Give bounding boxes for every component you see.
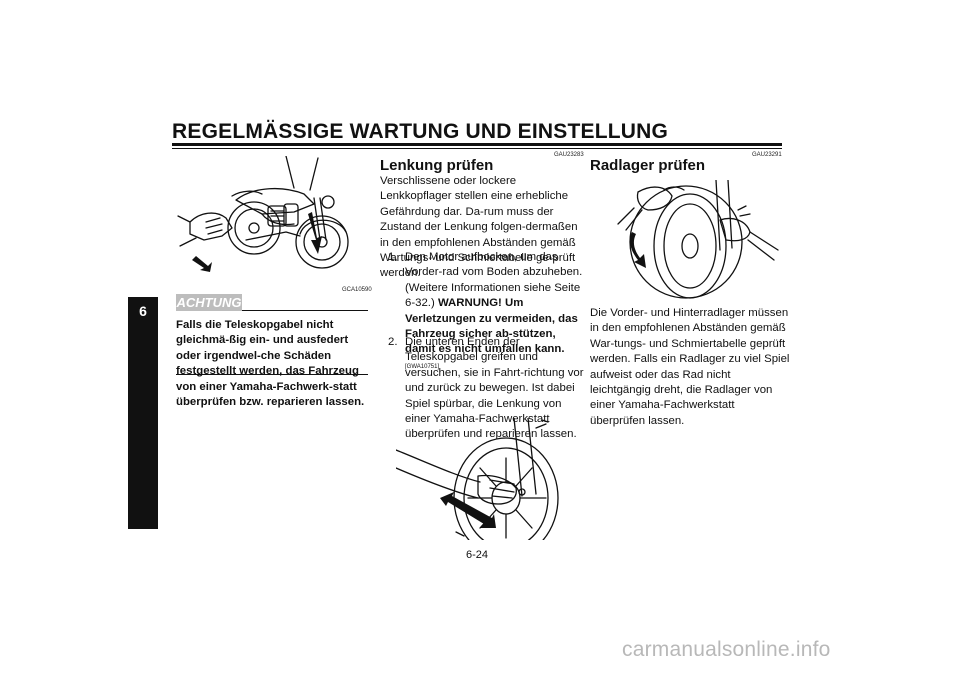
step-1-text: Den Motor aufbocken, um das Vorder-rad v… <box>405 251 583 310</box>
chapter-number: 6 <box>139 303 147 319</box>
section-code-radlager: GAU23291 <box>752 152 782 158</box>
achtung-rule <box>242 310 368 311</box>
figure-code: GCA10590 <box>342 287 372 293</box>
achtung-bottom-rule <box>176 374 368 375</box>
page-title: REGELMÄSSIGE WARTUNG UND EINSTELLUNG <box>172 120 669 143</box>
section-code-lenkung: GAU23283 <box>554 152 584 158</box>
step-2-text: Die unteren Enden der Teleskopgabel grei… <box>405 336 584 441</box>
lenkung-intro: Verschlissene oder lockere Lenkkopflager… <box>380 175 578 280</box>
step-2-number: 2. <box>388 336 398 348</box>
heading-lenkung: Lenkung prüfen <box>380 157 494 174</box>
motorcycle-fork-illustration <box>177 156 349 272</box>
step-1-warning: WARNUNG! Um Verletzungen zu vermeiden, d… <box>405 297 578 356</box>
step-1-warning-code: [GWA10751] <box>405 363 440 370</box>
chapter-tab: 6 <box>128 297 158 529</box>
header-rule-thick <box>172 143 782 146</box>
watermark: carmanualsonline.info <box>622 638 831 661</box>
header-rule-thin <box>172 148 782 149</box>
heading-radlager: Radlager prüfen <box>590 157 706 174</box>
achtung-text: Falls die Teleskopgabel nicht gleichmä-ß… <box>176 319 365 409</box>
step-2: 2. Die unteren Enden der Teleskopgabel g… <box>388 335 588 440</box>
achtung-label: ACHTUNG <box>176 294 242 311</box>
page-number: 6-24 <box>466 549 489 561</box>
steering-check-illustration <box>396 418 559 540</box>
radlager-text: Die Vorder- und Hinterradlager müssen in… <box>590 307 790 427</box>
step-1-number: 1. <box>388 251 398 263</box>
step-1: 1. Den Motor aufbocken, um das Vorder-ra… <box>388 250 588 370</box>
wheel-bearing-illustration <box>617 180 779 299</box>
